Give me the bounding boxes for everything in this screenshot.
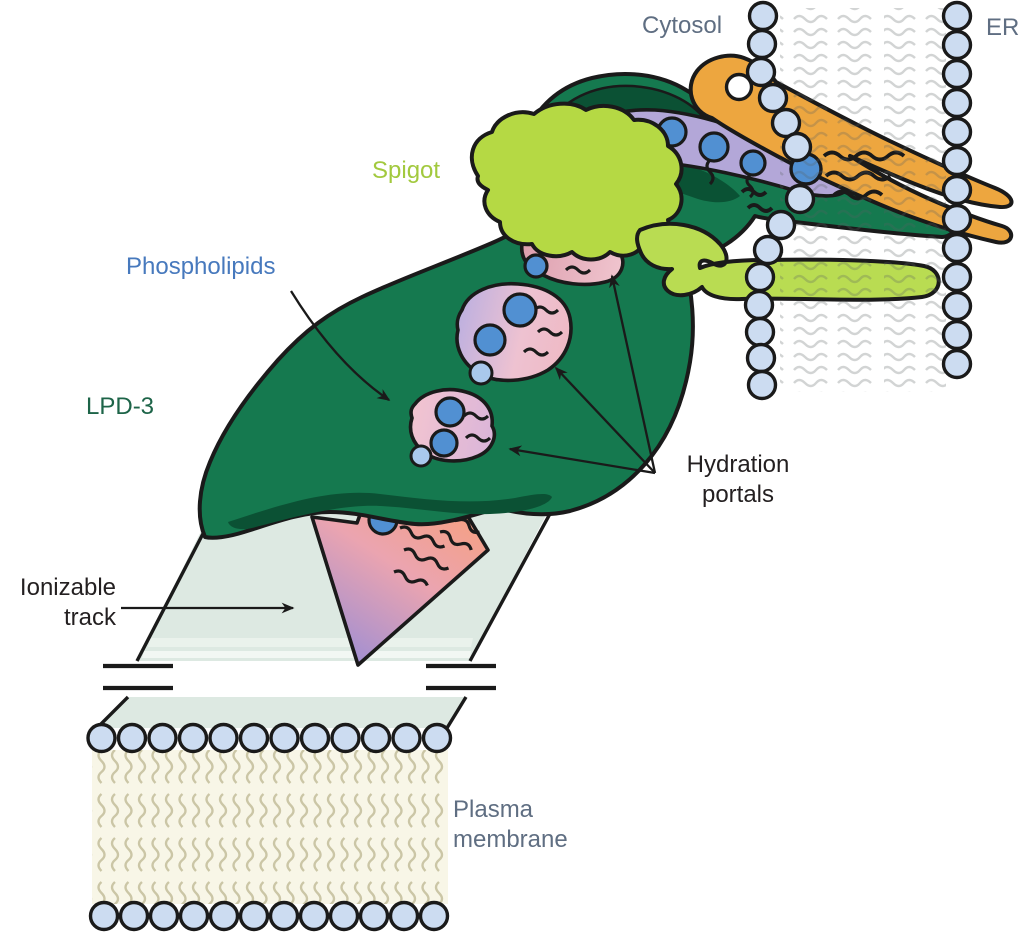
lipid-head	[941, 348, 973, 380]
lipid-head	[744, 261, 776, 293]
lipid-head	[745, 56, 777, 88]
lipid-head	[941, 29, 973, 61]
track-edge	[445, 696, 468, 729]
lipid-head	[746, 28, 778, 60]
lipid-head	[746, 369, 778, 401]
lipid-head	[116, 722, 148, 754]
label-cytosol: Cytosol	[642, 12, 723, 39]
phospholipid-cargo	[408, 387, 497, 468]
lipid-head	[745, 342, 777, 374]
lipid-head	[208, 722, 239, 754]
lipid-head	[148, 900, 180, 932]
lipid-head	[770, 107, 802, 139]
er-cytosolic-leaflet	[743, 0, 816, 401]
phospholipid-cargo	[455, 281, 573, 386]
track-stripe	[142, 651, 471, 658]
pm-outer-leaflet	[86, 722, 453, 754]
lipid-head	[744, 316, 776, 348]
lpd3-bottom-shadow	[228, 492, 552, 530]
lipid-head	[118, 900, 150, 932]
orange-loop-hole	[724, 72, 754, 102]
lipid-head	[177, 722, 209, 754]
lipid-head	[178, 900, 210, 932]
lipid-head	[298, 900, 330, 932]
hydration-portal-arrow	[609, 274, 657, 474]
lipid-head	[941, 203, 973, 235]
lipid-head	[781, 131, 813, 163]
track-stripe	[148, 638, 473, 647]
lipid-head	[941, 0, 973, 32]
lipid-head	[473, 323, 507, 357]
lipid-head	[941, 232, 973, 264]
lipid-head	[421, 722, 453, 754]
track-edge	[135, 523, 210, 662]
lipid-head	[698, 131, 730, 163]
track-lower-plane	[97, 697, 466, 728]
er-lumenal-leaflet	[941, 0, 973, 380]
hydration-portal-arrow	[554, 366, 656, 474]
lipid-head	[757, 82, 789, 114]
lipid-head	[88, 900, 120, 932]
lipid-head	[941, 58, 973, 90]
lipid-head	[941, 319, 973, 351]
lipid-head	[299, 722, 331, 754]
lipid-head	[147, 722, 178, 754]
lipid-head	[523, 253, 549, 279]
er-membrane	[743, 0, 973, 401]
lipid-tail-field	[92, 750, 448, 904]
lipid-head	[739, 149, 767, 177]
lipid-head	[238, 722, 270, 754]
label-plasma-membrane: Plasma membrane	[453, 796, 568, 853]
lipid-head	[328, 900, 360, 932]
label-er: ER	[986, 14, 1020, 41]
lipid-head	[941, 174, 973, 206]
lipid-head	[358, 900, 390, 932]
phospholipids-arrow	[290, 290, 391, 401]
lipid-head	[434, 396, 466, 428]
label-ionizable-track: Ionizable track	[19, 574, 116, 631]
annotation-arrows	[121, 274, 657, 614]
spigot-protein	[469, 101, 684, 262]
label-phospholipids: Phospholipids	[126, 253, 276, 280]
pm-inner-leaflet	[88, 900, 450, 932]
lipid-head	[268, 900, 300, 932]
lipid-head	[502, 292, 538, 328]
lipid-head	[747, 0, 779, 32]
lipid-head	[941, 116, 973, 148]
lipid-head	[941, 290, 973, 322]
lipid-head	[86, 722, 117, 754]
track-edge	[468, 498, 560, 662]
label-hydration-portals: Hydration portals	[686, 451, 790, 508]
lipid-head	[468, 360, 494, 386]
plasma-membrane	[86, 722, 453, 932]
lipid-head	[360, 722, 392, 754]
track-break-marks	[103, 663, 496, 691]
lipid-head	[238, 900, 270, 932]
lipid-head	[941, 145, 973, 177]
lipid-head	[784, 183, 816, 215]
label-lpd3: LPD-3	[86, 393, 155, 420]
lipid-head	[208, 900, 240, 932]
lipid-head	[765, 209, 797, 241]
lipid-head	[941, 87, 973, 119]
lipid-head	[752, 234, 784, 266]
hydration-portal-arrow	[508, 445, 656, 475]
lipid-head	[409, 444, 433, 468]
lipid-head	[743, 289, 775, 321]
lipid-head	[269, 722, 300, 754]
lipid-tail-field	[884, 8, 946, 392]
lipid-head	[418, 900, 450, 932]
label-spigot: Spigot	[372, 157, 441, 184]
lipid-head	[388, 900, 420, 932]
lipid-head	[429, 428, 459, 458]
lipid-head	[391, 722, 422, 754]
lipid-head	[330, 722, 361, 754]
lipid-head	[941, 261, 973, 293]
